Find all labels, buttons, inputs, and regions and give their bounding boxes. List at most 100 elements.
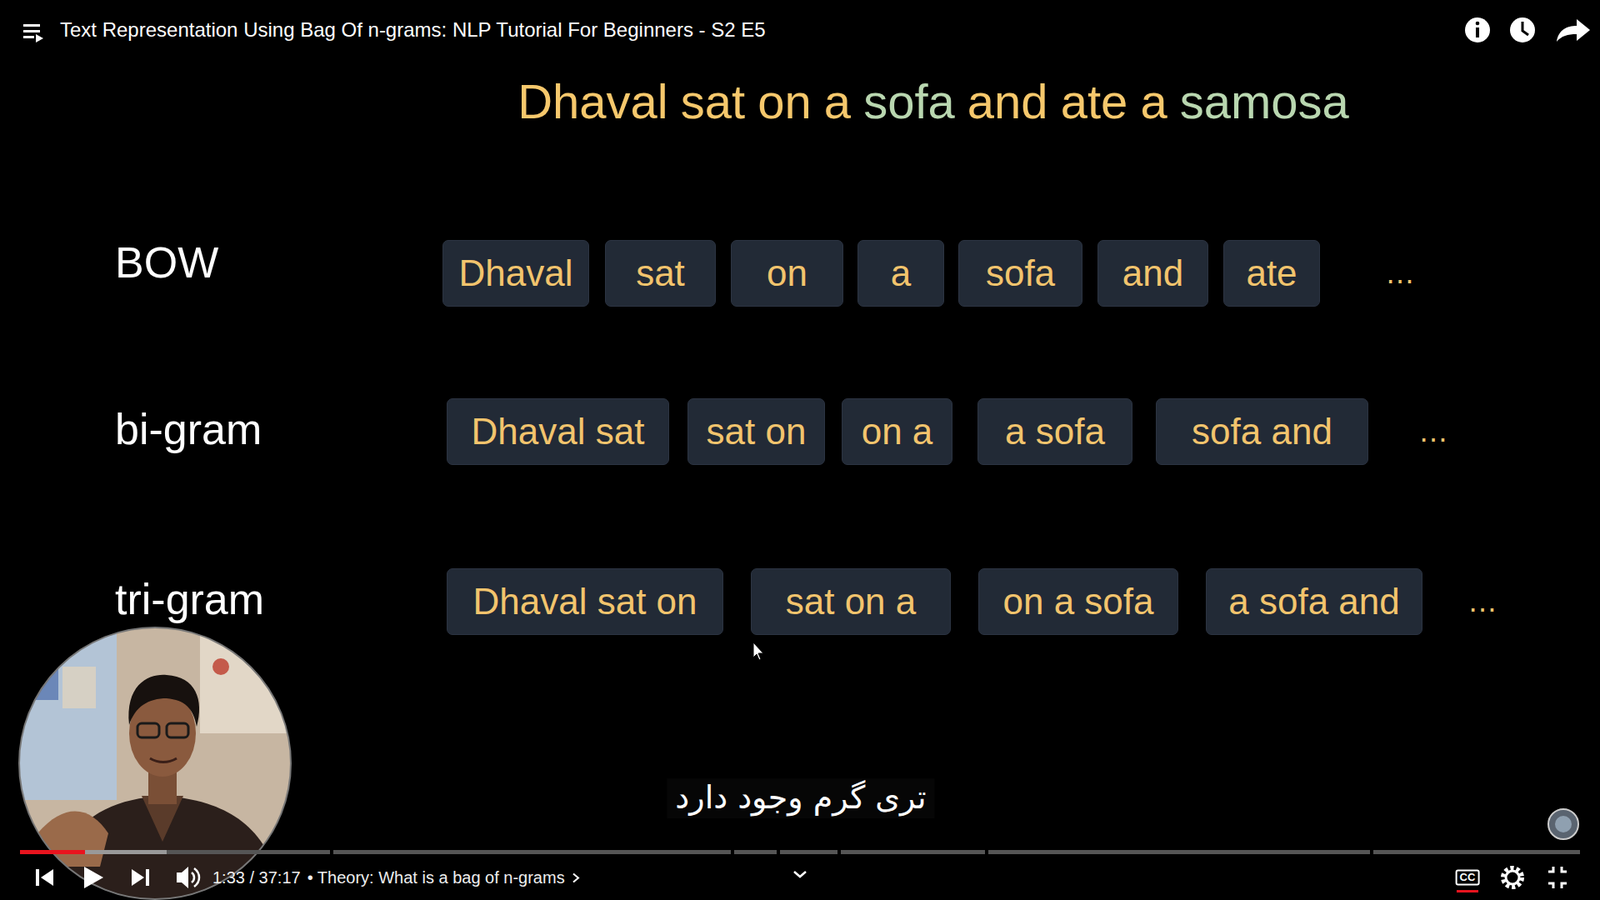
ellipsis: … <box>1418 414 1449 449</box>
title-word: Dhaval <box>517 74 669 129</box>
title-word: a <box>824 74 851 129</box>
row-label: BOW <box>115 238 219 289</box>
decoration <box>23 24 40 27</box>
decoration <box>333 850 731 855</box>
ngram-token-box: sofa <box>958 240 1083 307</box>
decoration <box>23 35 35 39</box>
webcam-overlay <box>16 625 300 900</box>
title-word: sat <box>680 74 745 129</box>
decoration <box>1465 17 1490 43</box>
share-icon <box>1556 19 1590 42</box>
ngram-token-box: on a <box>841 398 953 465</box>
ngram-token-box: on a sofa <box>978 568 1179 635</box>
token-text: Dhaval <box>459 255 574 292</box>
ngram-token-box: sat <box>605 240 716 307</box>
title-word: and <box>967 74 1049 129</box>
decoration <box>16 633 117 800</box>
captions-underline <box>1456 890 1479 893</box>
ellipsis: … <box>1385 255 1415 290</box>
decoration <box>1503 868 1522 887</box>
decoration <box>1548 866 1554 872</box>
decoration <box>1475 27 1480 38</box>
decoration <box>35 34 44 43</box>
row-label: bi-gram <box>115 405 262 455</box>
expand-chevron <box>794 871 806 877</box>
ngram-token-box: ate <box>1223 240 1320 307</box>
decoration <box>176 866 189 889</box>
token-text: sat on <box>706 413 807 450</box>
decoration <box>194 868 200 887</box>
chapter-text: • Theory: What is a bag of n-grams <box>307 868 565 888</box>
title-word: samosa <box>1180 74 1350 129</box>
decoration <box>780 850 838 855</box>
token-text: a sofa <box>1005 413 1105 450</box>
decoration <box>200 633 300 734</box>
decoration <box>145 869 150 886</box>
ngram-token-box: and <box>1097 240 1209 307</box>
ngram-token-box: Dhaval sat on <box>446 568 724 635</box>
token-text: on <box>766 255 808 292</box>
decoration <box>1548 883 1554 889</box>
decoration <box>131 869 145 886</box>
play-button <box>84 866 104 889</box>
decoration <box>1475 21 1480 26</box>
decoration <box>1555 815 1572 833</box>
settings-icon <box>1503 868 1522 887</box>
decoration <box>128 675 200 727</box>
decoration <box>1510 17 1535 43</box>
token-text: on a <box>861 413 934 450</box>
decoration <box>1373 850 1580 855</box>
ngram-token-box: a <box>857 240 945 307</box>
slide-title: Dhavalsatonasofaandateasamosa <box>517 75 1350 129</box>
decoration <box>1505 870 1520 885</box>
row-label: tri-gram <box>115 575 265 625</box>
subtitle: تری گرم وجود دارد <box>666 778 935 819</box>
title-word: on <box>757 74 812 129</box>
decoration <box>1561 883 1567 889</box>
ngram-token-box: a sofa and <box>1205 568 1423 635</box>
token-text: a <box>890 255 911 292</box>
decoration <box>1561 866 1567 872</box>
ngram-token-box: sat on a <box>750 568 951 635</box>
token-text: and <box>1122 255 1184 292</box>
title-word: ate <box>1060 74 1129 129</box>
token-text: on a sofa <box>1002 583 1154 620</box>
time-display: 1:33 / 37:17 <box>212 868 301 888</box>
volume-icon <box>176 866 200 889</box>
captions-button: CC <box>1455 870 1480 886</box>
token-text: Dhaval sat <box>471 413 645 450</box>
decoration <box>734 850 777 855</box>
title-word: a <box>1140 74 1167 129</box>
decoration <box>166 723 189 738</box>
chapter-title: • Theory: What is a bag of n-grams <box>307 868 582 888</box>
next-button <box>131 869 150 886</box>
mouse-cursor <box>753 642 764 660</box>
video-title: Text Representation Using Bag Of n-grams… <box>60 18 766 42</box>
info-icon <box>1465 17 1490 43</box>
ellipsis: … <box>1467 584 1498 619</box>
decoration <box>150 758 177 763</box>
decoration <box>137 723 160 738</box>
decoration <box>35 869 40 886</box>
ngram-token-box: sat on <box>687 398 825 465</box>
ngram-token-box: Dhaval sat <box>446 398 670 465</box>
chevron-path <box>573 873 579 882</box>
decoration <box>40 869 54 886</box>
decoration <box>62 666 96 709</box>
chapter-chevron <box>570 870 582 885</box>
decoration <box>16 625 300 900</box>
webcam-ring <box>19 627 291 900</box>
decoration <box>20 850 85 855</box>
decoration <box>20 850 167 855</box>
token-text: a sofa and <box>1228 583 1400 620</box>
token-text: sat <box>635 255 685 292</box>
decoration <box>191 872 195 883</box>
ngram-token-box: sofa and <box>1155 398 1369 465</box>
token-text: sat on a <box>785 583 917 620</box>
decoration <box>988 850 1370 855</box>
ngram-token-box: a sofa <box>977 398 1133 465</box>
token-text: sofa and <box>1191 413 1333 450</box>
decoration <box>25 650 59 700</box>
decoration <box>1522 21 1529 35</box>
decoration <box>1548 809 1579 840</box>
